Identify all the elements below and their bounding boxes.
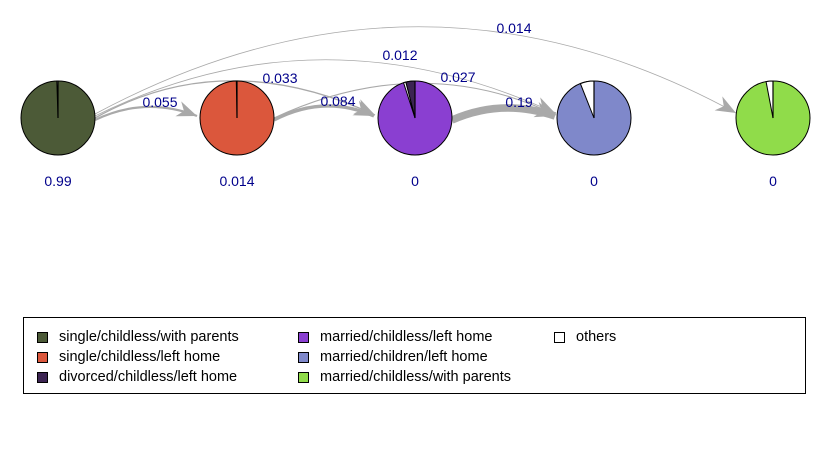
transition-arrowhead (533, 97, 555, 113)
state-pie: 0 (735, 80, 811, 189)
state-pie: 0.99 (20, 80, 96, 189)
state-value: 0 (769, 173, 777, 189)
legend-label: married/children/left home (320, 349, 488, 365)
legend-item: single/childless/left home (37, 347, 239, 367)
legend-label: single/childless/left home (59, 349, 221, 365)
legend-item: others (554, 327, 616, 347)
state-transition-diagram: 0.99 0.014 0 0 0 0.055 0.084 0.19 0.033 0.027 0.01… (20, 20, 811, 189)
state-nodes: 0.99 0.014 0 0 0 (20, 80, 811, 189)
transition-arrowhead (353, 99, 375, 115)
legend-item: single/childless/with parents (37, 327, 239, 347)
legend-item: married/childless/left home (298, 327, 511, 347)
legend-swatch (37, 371, 48, 383)
legend-label: divorced/childless/left home (59, 369, 238, 385)
state-pie: 0 (556, 80, 632, 189)
transition-label: 0.19 (505, 94, 532, 110)
legend-label: others (576, 329, 617, 345)
legend-label: married/childless/with parents (320, 369, 511, 385)
state-value: 0 (590, 173, 598, 189)
legend-item: married/children/left home (298, 347, 511, 367)
legend-swatch (37, 351, 48, 363)
state-pie: 0.014 (199, 80, 275, 189)
transition-labels: 0.055 0.084 0.19 0.033 0.027 0.012 0.014 (142, 20, 532, 110)
legend-label: married/childless/left home (320, 329, 493, 345)
transition-edge (94, 59, 556, 117)
state-value: 0.99 (44, 173, 71, 189)
transition-label: 0.084 (320, 93, 355, 109)
legend-swatch (298, 331, 309, 343)
transition-label: 0.055 (142, 94, 177, 110)
transition-arrowhead (714, 96, 736, 113)
legend-swatch (298, 351, 309, 363)
pie-slice (402, 81, 416, 119)
state-pie: 0 (377, 80, 453, 189)
state-value: 0 (411, 173, 419, 189)
legend-swatch (554, 331, 565, 343)
transition-label: 0.012 (382, 47, 417, 63)
legend-column-1: single/childless/with parents single/chi… (37, 327, 239, 387)
legend-item: married/childless/with parents (298, 367, 511, 387)
transition-label: 0.014 (496, 20, 531, 36)
transition-edges (94, 26, 737, 124)
legend-column-3: others (554, 327, 616, 347)
legend-item: divorced/childless/left home (37, 367, 239, 387)
state-value: 0.014 (219, 173, 254, 189)
legend-swatch (298, 371, 309, 383)
transition-edge (94, 26, 737, 115)
legend: single/childless/with parents single/chi… (23, 317, 806, 394)
legend-swatch (37, 331, 48, 343)
transition-label: 0.033 (262, 70, 297, 86)
transition-label: 0.027 (440, 69, 475, 85)
legend-label: single/childless/with parents (59, 329, 239, 345)
transition-arrowhead (175, 101, 197, 117)
legend-column-2: married/childless/left home married/chil… (298, 327, 511, 387)
transition-edge (94, 80, 376, 119)
